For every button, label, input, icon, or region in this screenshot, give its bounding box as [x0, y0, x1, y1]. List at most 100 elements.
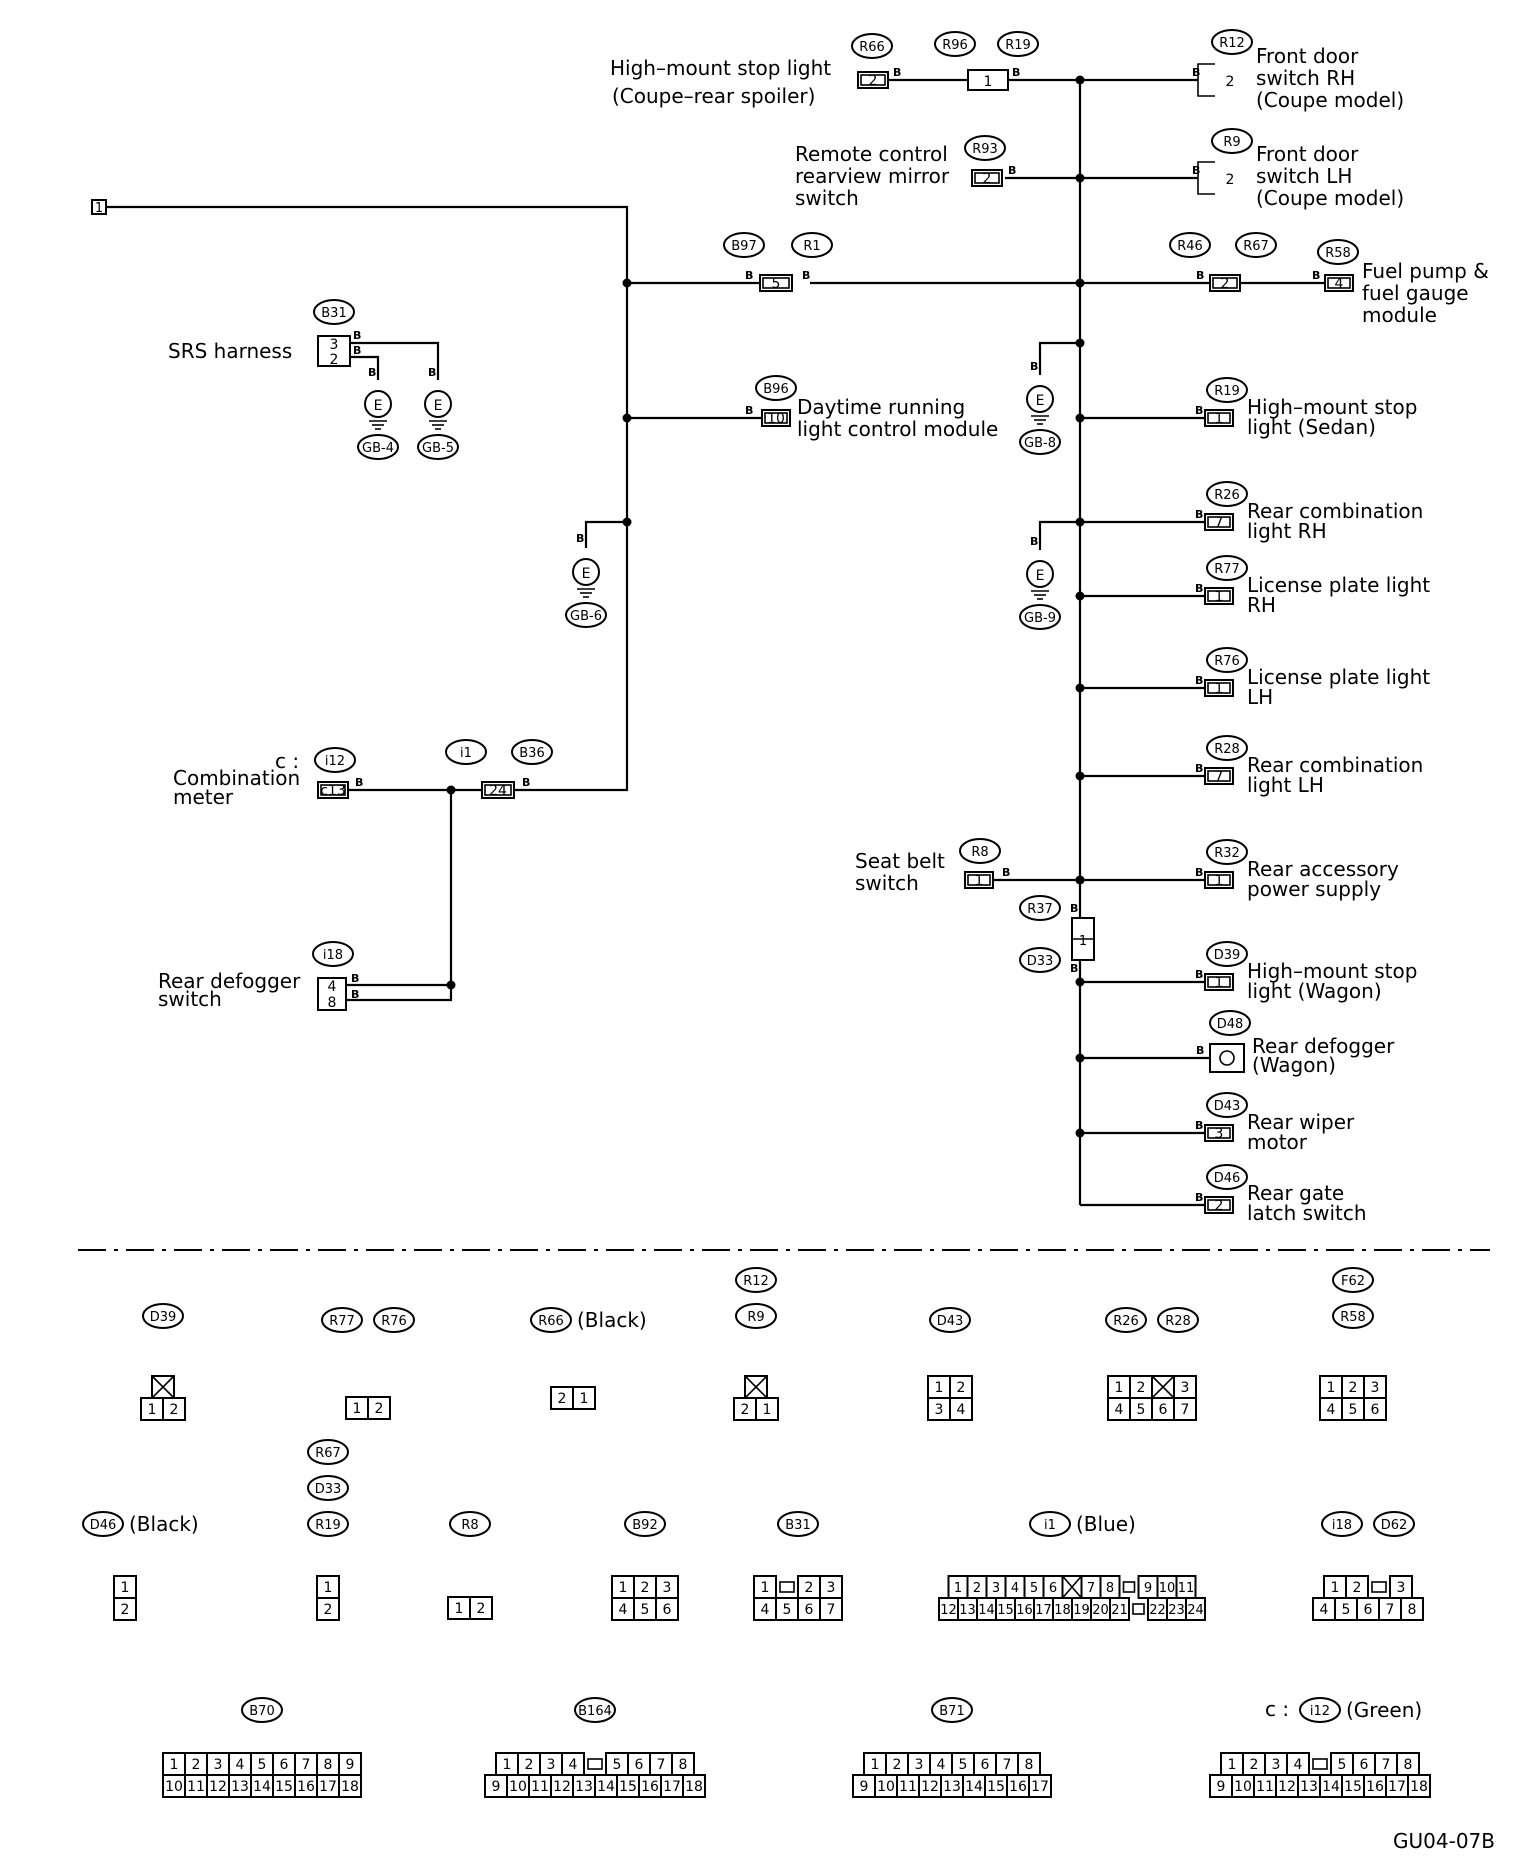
blank-cross: [1151, 1375, 1175, 1399]
pin-number: 7: [1087, 1581, 1095, 1596]
connector-tag-text: R8: [461, 1518, 478, 1533]
connector-tag-text: R76: [1214, 654, 1240, 669]
pin-number: 11: [1256, 1779, 1274, 1795]
tag-oval: [791, 232, 833, 258]
figure-code: GU04-07B: [1393, 1829, 1495, 1853]
component-label: switch RH: [1256, 66, 1355, 90]
tag-oval: [445, 739, 487, 765]
connector-tag-text: R96: [942, 38, 968, 53]
pin-number: 7: [1215, 769, 1224, 785]
wire-color-label: B: [351, 972, 359, 985]
connector-tag: D33: [307, 1475, 349, 1501]
pin-number: 17: [319, 1779, 337, 1795]
connector-tag-text: GB-8: [1024, 436, 1056, 451]
pin-number: 1: [935, 1380, 944, 1396]
connector-tag: D43: [1206, 1092, 1248, 1118]
connector-pin-box: c13: [317, 781, 349, 799]
pin-box: [1204, 1124, 1234, 1142]
splice-dot: [622, 517, 632, 527]
pin-number: 2: [869, 73, 878, 89]
pin-box: [761, 409, 791, 427]
wire-color-label: B: [368, 366, 376, 379]
connector-tag: i1: [445, 739, 487, 765]
splice-dot: [1075, 875, 1085, 885]
wire-color-label: B: [1312, 269, 1320, 282]
ground-circle: [1026, 385, 1054, 413]
connector-tag-text: R32: [1214, 846, 1240, 861]
wire-color-label: B: [1196, 269, 1204, 282]
tag-oval: [1206, 647, 1248, 673]
component-label: switch: [855, 871, 919, 895]
connector-tag-text: D39: [1214, 948, 1241, 963]
pin-number: 2: [1215, 1198, 1224, 1214]
connector-tag: R1: [791, 232, 833, 258]
pin-number: 4: [1335, 276, 1344, 292]
pin-number: 4: [1011, 1581, 1019, 1596]
terminal-number: 1: [95, 201, 103, 216]
tag-oval: [1206, 735, 1248, 761]
pin-number: 1: [580, 1391, 589, 1407]
tag-oval: [624, 1511, 666, 1537]
connector-pin-box: 1: [1204, 587, 1234, 605]
connector-note: (Black): [129, 1512, 199, 1536]
pin-number: 4: [761, 1602, 770, 1618]
connector-face-view: (Black)12: [113, 1512, 199, 1621]
tag-oval: [1169, 232, 1211, 258]
pin-number: 2: [741, 1402, 750, 1418]
connector-tag: R67: [1235, 232, 1277, 258]
connector-tag: R93: [964, 135, 1006, 161]
connector-tag: D46: [1206, 1164, 1248, 1190]
pin-box-inner: [974, 172, 1000, 184]
component-label: rearview mirror: [795, 164, 950, 188]
splice-dot: [1075, 977, 1085, 987]
pin-number: 6: [805, 1602, 814, 1618]
pin-number: 15: [987, 1779, 1005, 1795]
pin-number: 12: [940, 1603, 957, 1618]
pin-number: 2: [375, 1401, 384, 1417]
pin-number: 20: [1092, 1603, 1109, 1618]
pin-cell: [682, 1774, 706, 1798]
connector-tag-text: R12: [743, 1274, 769, 1289]
switch-symbol: [1197, 161, 1215, 195]
pin-number: 1: [353, 1401, 362, 1417]
connector-tag: B31: [777, 1511, 819, 1537]
pin-number: 2: [1250, 1757, 1259, 1773]
pin-number: 7: [302, 1757, 311, 1773]
pin-box-inner: [1207, 516, 1231, 528]
component-label: light LH: [1247, 773, 1324, 797]
tag-oval: [574, 1697, 616, 1723]
pin-number: 1: [1215, 975, 1224, 991]
pin-number: 17: [1031, 1779, 1049, 1795]
connector-tag-text: R12: [1219, 36, 1245, 51]
tag-oval: [1206, 377, 1248, 403]
connector-pin-box: 10: [761, 409, 791, 427]
connector-tag-text: R46: [1177, 239, 1203, 254]
component-label: Rear defogger: [158, 969, 301, 993]
pin-number: 3: [1181, 1380, 1190, 1396]
pin-box-inner: [967, 874, 991, 886]
connector-pin-box: [317, 977, 347, 1011]
connector-pin-box: 3: [1204, 1124, 1234, 1142]
component-label: switch: [795, 186, 859, 210]
connector-tag: GB-6: [565, 602, 607, 628]
connector-tag: R19: [997, 31, 1039, 57]
wire: [346, 985, 453, 1002]
connector-tag: i18: [312, 941, 354, 967]
splice-dot: [1075, 338, 1085, 348]
tag-oval: [307, 1511, 349, 1537]
connector-tag-text: R67: [1243, 239, 1269, 254]
pin-cell: [1173, 1397, 1197, 1421]
connector-tag: R9: [735, 1303, 777, 1329]
defogger-circle: [1219, 1050, 1235, 1066]
connector-tag: R26: [1105, 1307, 1147, 1333]
wire-color-label: B: [745, 269, 753, 282]
component-label: switch LH: [1256, 164, 1352, 188]
tag-oval: [314, 747, 356, 773]
tag-oval: [959, 838, 1001, 864]
pin-cell: [949, 1397, 973, 1421]
pin-number: 12: [921, 1779, 939, 1795]
pin-number: 2: [641, 1580, 650, 1596]
